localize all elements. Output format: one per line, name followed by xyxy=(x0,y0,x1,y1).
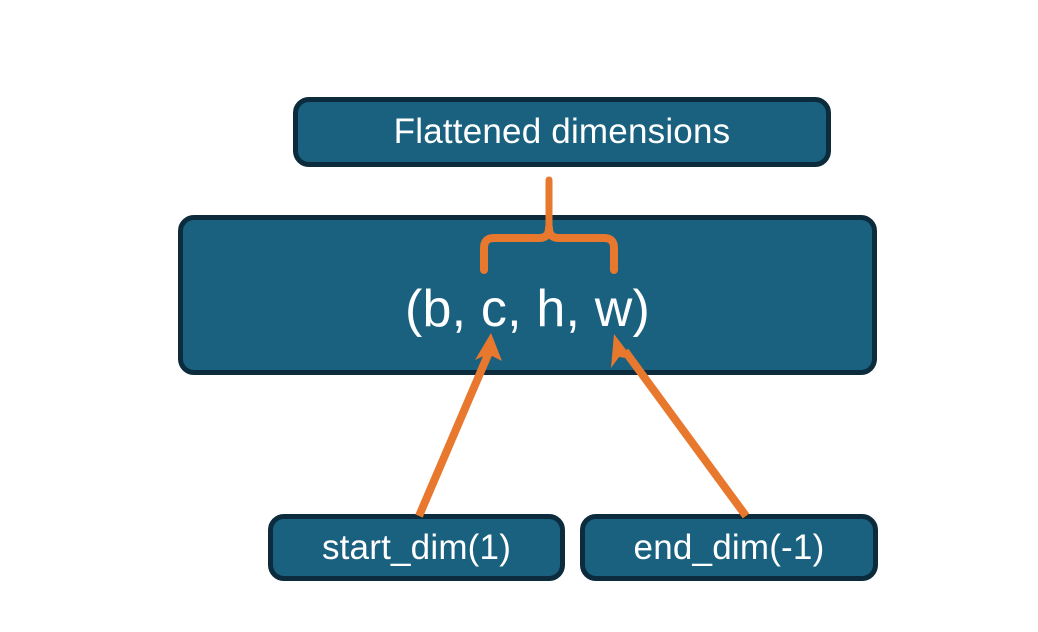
node-start-dim-label: start_dim(1) xyxy=(321,527,512,567)
node-start-dim[interactable]: start_dim(1) xyxy=(268,514,565,581)
node-flattened-dimensions[interactable]: Flattened dimensions xyxy=(293,97,831,167)
node-end-dim-label: end_dim(-1) xyxy=(633,527,825,567)
node-end-dim[interactable]: end_dim(-1) xyxy=(580,514,878,581)
node-tensor-shape[interactable]: (b, c, h, w) xyxy=(178,215,877,375)
node-flattened-dimensions-label: Flattened dimensions xyxy=(393,112,731,151)
node-tensor-shape-label: (b, c, h, w) xyxy=(404,280,651,338)
